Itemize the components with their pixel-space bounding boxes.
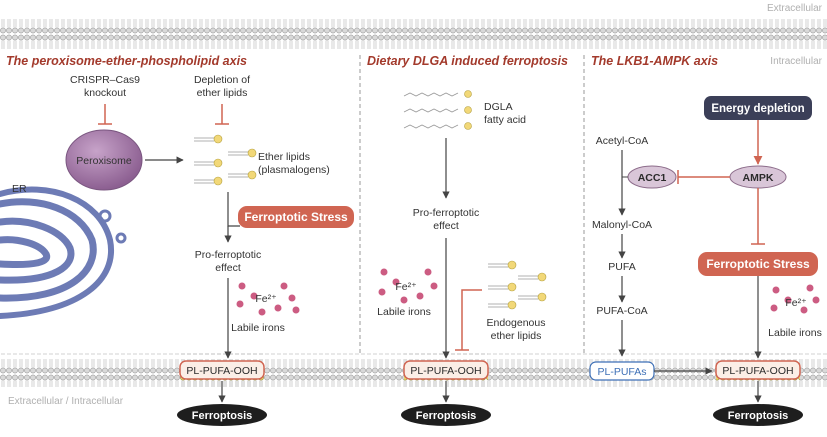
intracellular-label: Intracellular — [770, 56, 822, 67]
er-label: ER — [12, 183, 27, 195]
proferro-1-line1: Pro-ferroptotic — [195, 249, 262, 261]
depletion-line2: ether lipids — [197, 87, 248, 99]
ferroptotic-stress-label-1: Ferroptotic Stress — [244, 210, 348, 224]
panel2-title: Dietary DLGA induced ferroptosis — [367, 54, 568, 68]
pl-pufa-ooh-box-2 — [403, 360, 489, 380]
ferroptosis-node-3 — [713, 404, 803, 426]
pl-pufa-ooh-box-3 — [715, 360, 801, 380]
fe-label-1: Fe²⁺ — [255, 293, 277, 305]
proferro-2-line2: effect — [433, 220, 459, 232]
dgla-line2: fatty acid — [484, 114, 526, 126]
fe-label-3: Fe²⁺ — [785, 297, 807, 309]
er-vesicle — [98, 209, 112, 223]
ferroptotic-stress-box-3 — [698, 252, 818, 276]
panel-lkb1-ampk: The LKB1-AMPK axis Energy depletion AMPK… — [589, 54, 822, 426]
extracellular-label: Extracellular — [767, 3, 823, 14]
er-organelle — [0, 186, 115, 319]
panel1-title: The peroxisome-ether-phospholipid axis — [6, 54, 247, 68]
depletion-line1: Depletion of — [194, 74, 250, 86]
ether-lipid-icon — [194, 134, 257, 186]
ferroptosis-label-2: Ferroptosis — [416, 410, 477, 422]
proferro-1-line2: effect — [215, 262, 241, 274]
pl-pufa-ooh-box-1 — [179, 360, 265, 380]
labile-irons-label-2: Labile irons — [377, 306, 431, 318]
pl-pufas-label: PL-PUFAs — [597, 366, 646, 378]
panel-peroxisome-axis: The peroxisome-ether-phospholipid axis C… — [0, 54, 354, 426]
ampk-label: AMPK — [743, 172, 774, 184]
iron-dots-1 — [236, 282, 300, 316]
dgla-fatty-acid-icon — [403, 90, 472, 130]
connector-lipids-stress — [227, 192, 240, 227]
ether-lipids-line2: (plasmalogens) — [258, 164, 330, 176]
labile-irons-label-1: Labile irons — [231, 322, 285, 334]
iron-dots-3 — [770, 284, 820, 314]
peroxisome-organelle — [65, 129, 143, 191]
energy-depletion-label: Energy depletion — [711, 103, 804, 115]
peroxisome-label: Peroxisome — [76, 155, 132, 167]
ampk-inhibits-acc1 — [677, 170, 730, 184]
crispr-line1: CRISPR–Cas9 — [70, 74, 140, 86]
energy-depletion-box — [704, 96, 812, 120]
ether-lipids-line1: Ether lipids — [258, 151, 310, 163]
ferroptosis-label-3: Ferroptosis — [728, 410, 789, 422]
endogenous-line1: Endogenous — [487, 317, 546, 329]
er-vesicle — [115, 232, 127, 244]
ferroptotic-stress-label-3: Ferroptotic Stress — [706, 257, 810, 271]
iron-dots-2 — [378, 268, 438, 304]
pl-pufa-ooh-label-3: PL-PUFA-OOH — [722, 365, 793, 377]
depletion-inhibit — [215, 104, 229, 125]
ferroptotic-stress-box-1 — [238, 206, 354, 228]
panel-dgla: Dietary DLGA induced ferroptosis DGLA fa… — [367, 54, 568, 426]
crispr-line2: knockout — [84, 87, 126, 99]
extra-intra-label: Extracellular / Intracellular — [8, 396, 124, 407]
ferroptosis-label-1: Ferroptosis — [192, 410, 253, 422]
panel3-title: The LKB1-AMPK axis — [591, 54, 718, 68]
pl-pufa-ooh-label-1: PL-PUFA-OOH — [186, 365, 257, 377]
endogenous-ether-lipid-icon — [488, 260, 547, 310]
crispr-inhibit — [98, 104, 112, 125]
acc1-label: ACC1 — [638, 172, 667, 184]
acetyl-coa-label: Acetyl-CoA — [596, 135, 649, 147]
proferro-2-line1: Pro-ferroptotic — [413, 207, 480, 219]
pufa-coa-label: PUFA-CoA — [596, 305, 647, 317]
fe-label-2: Fe²⁺ — [395, 281, 417, 293]
endogenous-inhibit — [455, 289, 482, 351]
labile-irons-label-3: Labile irons — [768, 327, 822, 339]
ferroptosis-node-2 — [401, 404, 491, 426]
malonyl-coa-label: Malonyl-CoA — [592, 219, 652, 231]
top-membrane — [0, 16, 827, 50]
endogenous-line2: ether lipids — [491, 330, 542, 342]
ampk-inhibits-stress — [751, 188, 765, 245]
pufa-label: PUFA — [608, 261, 635, 273]
ferroptosis-node-1 — [177, 404, 267, 426]
pl-pufa-ooh-label-2: PL-PUFA-OOH — [410, 365, 481, 377]
dgla-line1: DGLA — [484, 101, 513, 113]
